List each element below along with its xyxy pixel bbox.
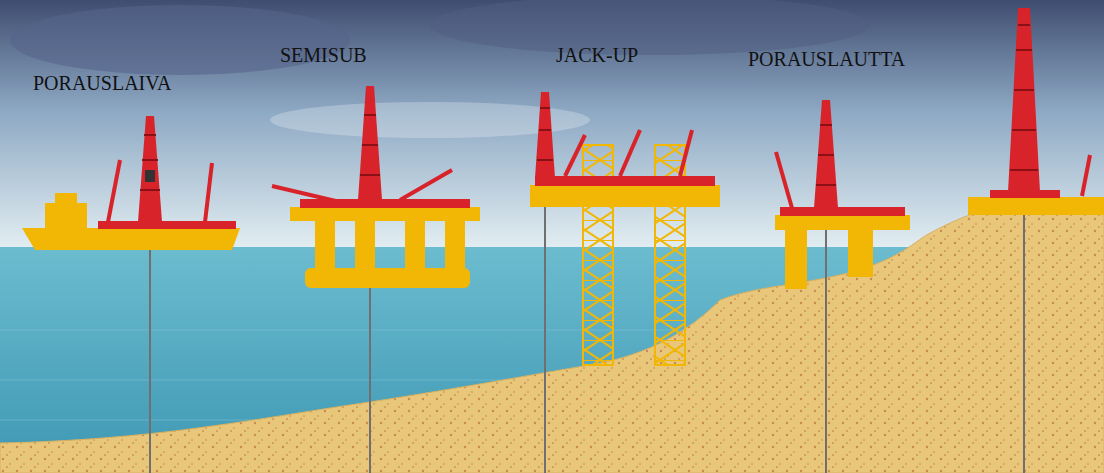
land-rig-part <box>1010 25 1038 170</box>
rig-type-label: PORAUSLAIVA <box>33 72 172 95</box>
jack-up-rig-part <box>535 176 715 186</box>
drillship-part <box>98 221 236 229</box>
drillship-part <box>145 170 155 182</box>
jack-up-rig-part <box>535 92 555 178</box>
drilling-platform-part <box>775 215 910 230</box>
land-rig <box>968 8 1104 215</box>
land-rig-part <box>1082 155 1090 196</box>
drill-string-part <box>1023 215 1025 473</box>
land-rig-part <box>1008 8 1040 192</box>
drillship-part <box>140 135 160 190</box>
semisubmersible-part <box>290 207 480 221</box>
semisubmersible-part <box>358 86 382 200</box>
semisubmersible-part <box>315 218 335 270</box>
land-rig-part <box>968 197 1104 215</box>
jack-up-rig-part <box>537 108 553 160</box>
drillship-part <box>45 203 87 228</box>
jack-up-rig-part <box>565 135 585 176</box>
drill-string-part <box>149 250 151 473</box>
drilling-platform-part <box>785 229 807 289</box>
drilling-platform-part <box>780 207 905 216</box>
drilling-platform-part <box>848 229 873 277</box>
drillship-part <box>205 163 212 222</box>
drill-string-part <box>369 288 371 473</box>
drill-string-part <box>825 230 827 473</box>
rig-type-label: JACK-UP <box>556 44 638 67</box>
jack-up-rig-part <box>620 130 640 176</box>
semisubmersible-part <box>305 268 470 288</box>
drillship-part <box>55 193 77 203</box>
jack-up-rig-part <box>680 130 692 176</box>
semisubmersible-part <box>360 115 380 175</box>
semisubmersible-part <box>445 218 465 270</box>
drilling-platform-part <box>776 152 792 208</box>
semisubmersible-part <box>272 186 340 202</box>
jack-up-rig-part <box>530 185 720 207</box>
jack-up-rig <box>530 92 720 365</box>
drillship-part <box>138 116 162 222</box>
drillship-part <box>108 160 120 222</box>
rig-type-label: PORAUSLAUTTA <box>748 48 905 71</box>
semisubmersible-part <box>400 170 452 200</box>
drilling-platform-part <box>814 100 838 208</box>
rig-type-label: SEMISUB <box>280 44 367 67</box>
drilling-platform-part <box>816 125 836 185</box>
background-part <box>0 198 1104 473</box>
drilling-platform <box>775 100 910 289</box>
semisubmersible-part <box>405 218 425 270</box>
background-part <box>430 0 870 55</box>
drillship <box>22 116 240 250</box>
semisubmersible <box>272 86 480 288</box>
semisubmersible-part <box>355 218 375 270</box>
drillship-part <box>22 228 240 250</box>
drill-string-part <box>544 207 546 473</box>
